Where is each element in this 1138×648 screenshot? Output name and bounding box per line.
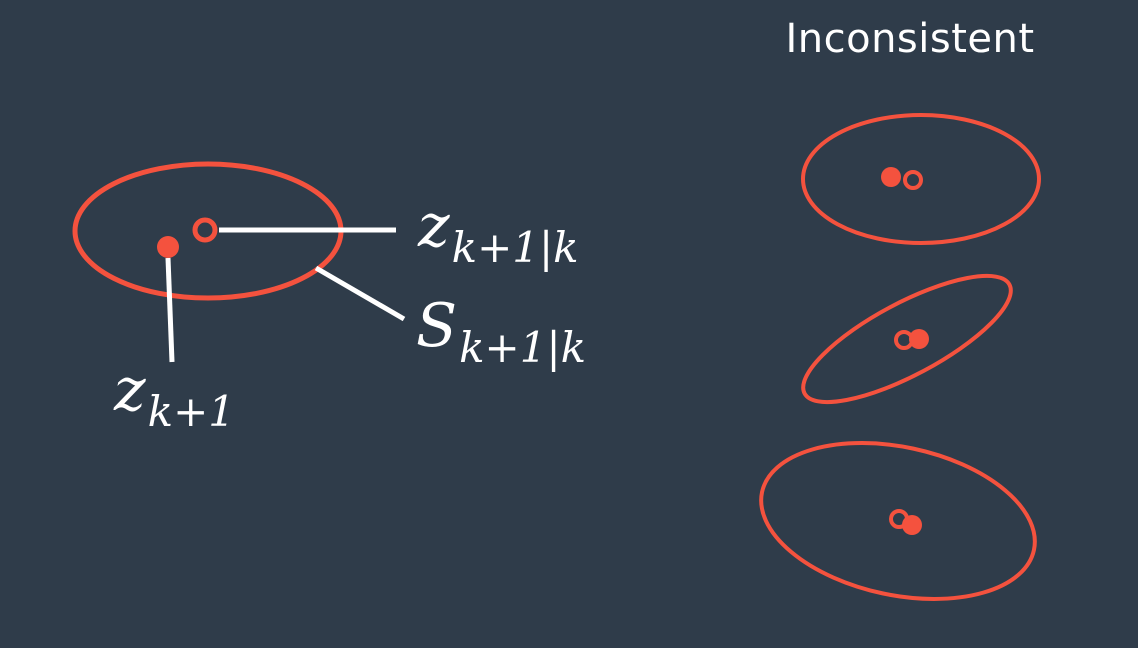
inconsistent-heading: Inconsistent (785, 16, 1035, 62)
actual-measurement-label: zk+1 (114, 360, 235, 433)
predicted-measurement-label: zk+1|k (418, 196, 579, 269)
covariance-ellipse (801, 273, 1013, 405)
measurement-dot (902, 515, 922, 535)
inconsistent-example-3 (759, 441, 1037, 601)
predicted-measurement-ring (903, 170, 923, 190)
covariance-ellipse (801, 113, 1041, 245)
measurement-dot (157, 236, 179, 258)
measurement-dot (881, 167, 901, 187)
covariance-ellipse (759, 441, 1037, 601)
main-example (72, 161, 406, 363)
measurement-dot (909, 329, 929, 349)
label-symbol: z (114, 355, 146, 425)
label-symbol: S (416, 291, 458, 361)
label-subscript: k+1|k (459, 323, 587, 372)
label-subscript: k+1|k (451, 223, 579, 272)
predicted-measurement-ring (192, 217, 218, 243)
label-symbol: z (418, 191, 450, 261)
measurement-leader-line (165, 257, 175, 363)
inconsistent-example-1 (801, 113, 1041, 245)
covariance-leader-line (314, 265, 406, 322)
inconsistent-example-2 (801, 273, 1013, 405)
innovation-covariance-label: Sk+1|k (416, 296, 586, 369)
label-subscript: k+1 (147, 387, 235, 436)
